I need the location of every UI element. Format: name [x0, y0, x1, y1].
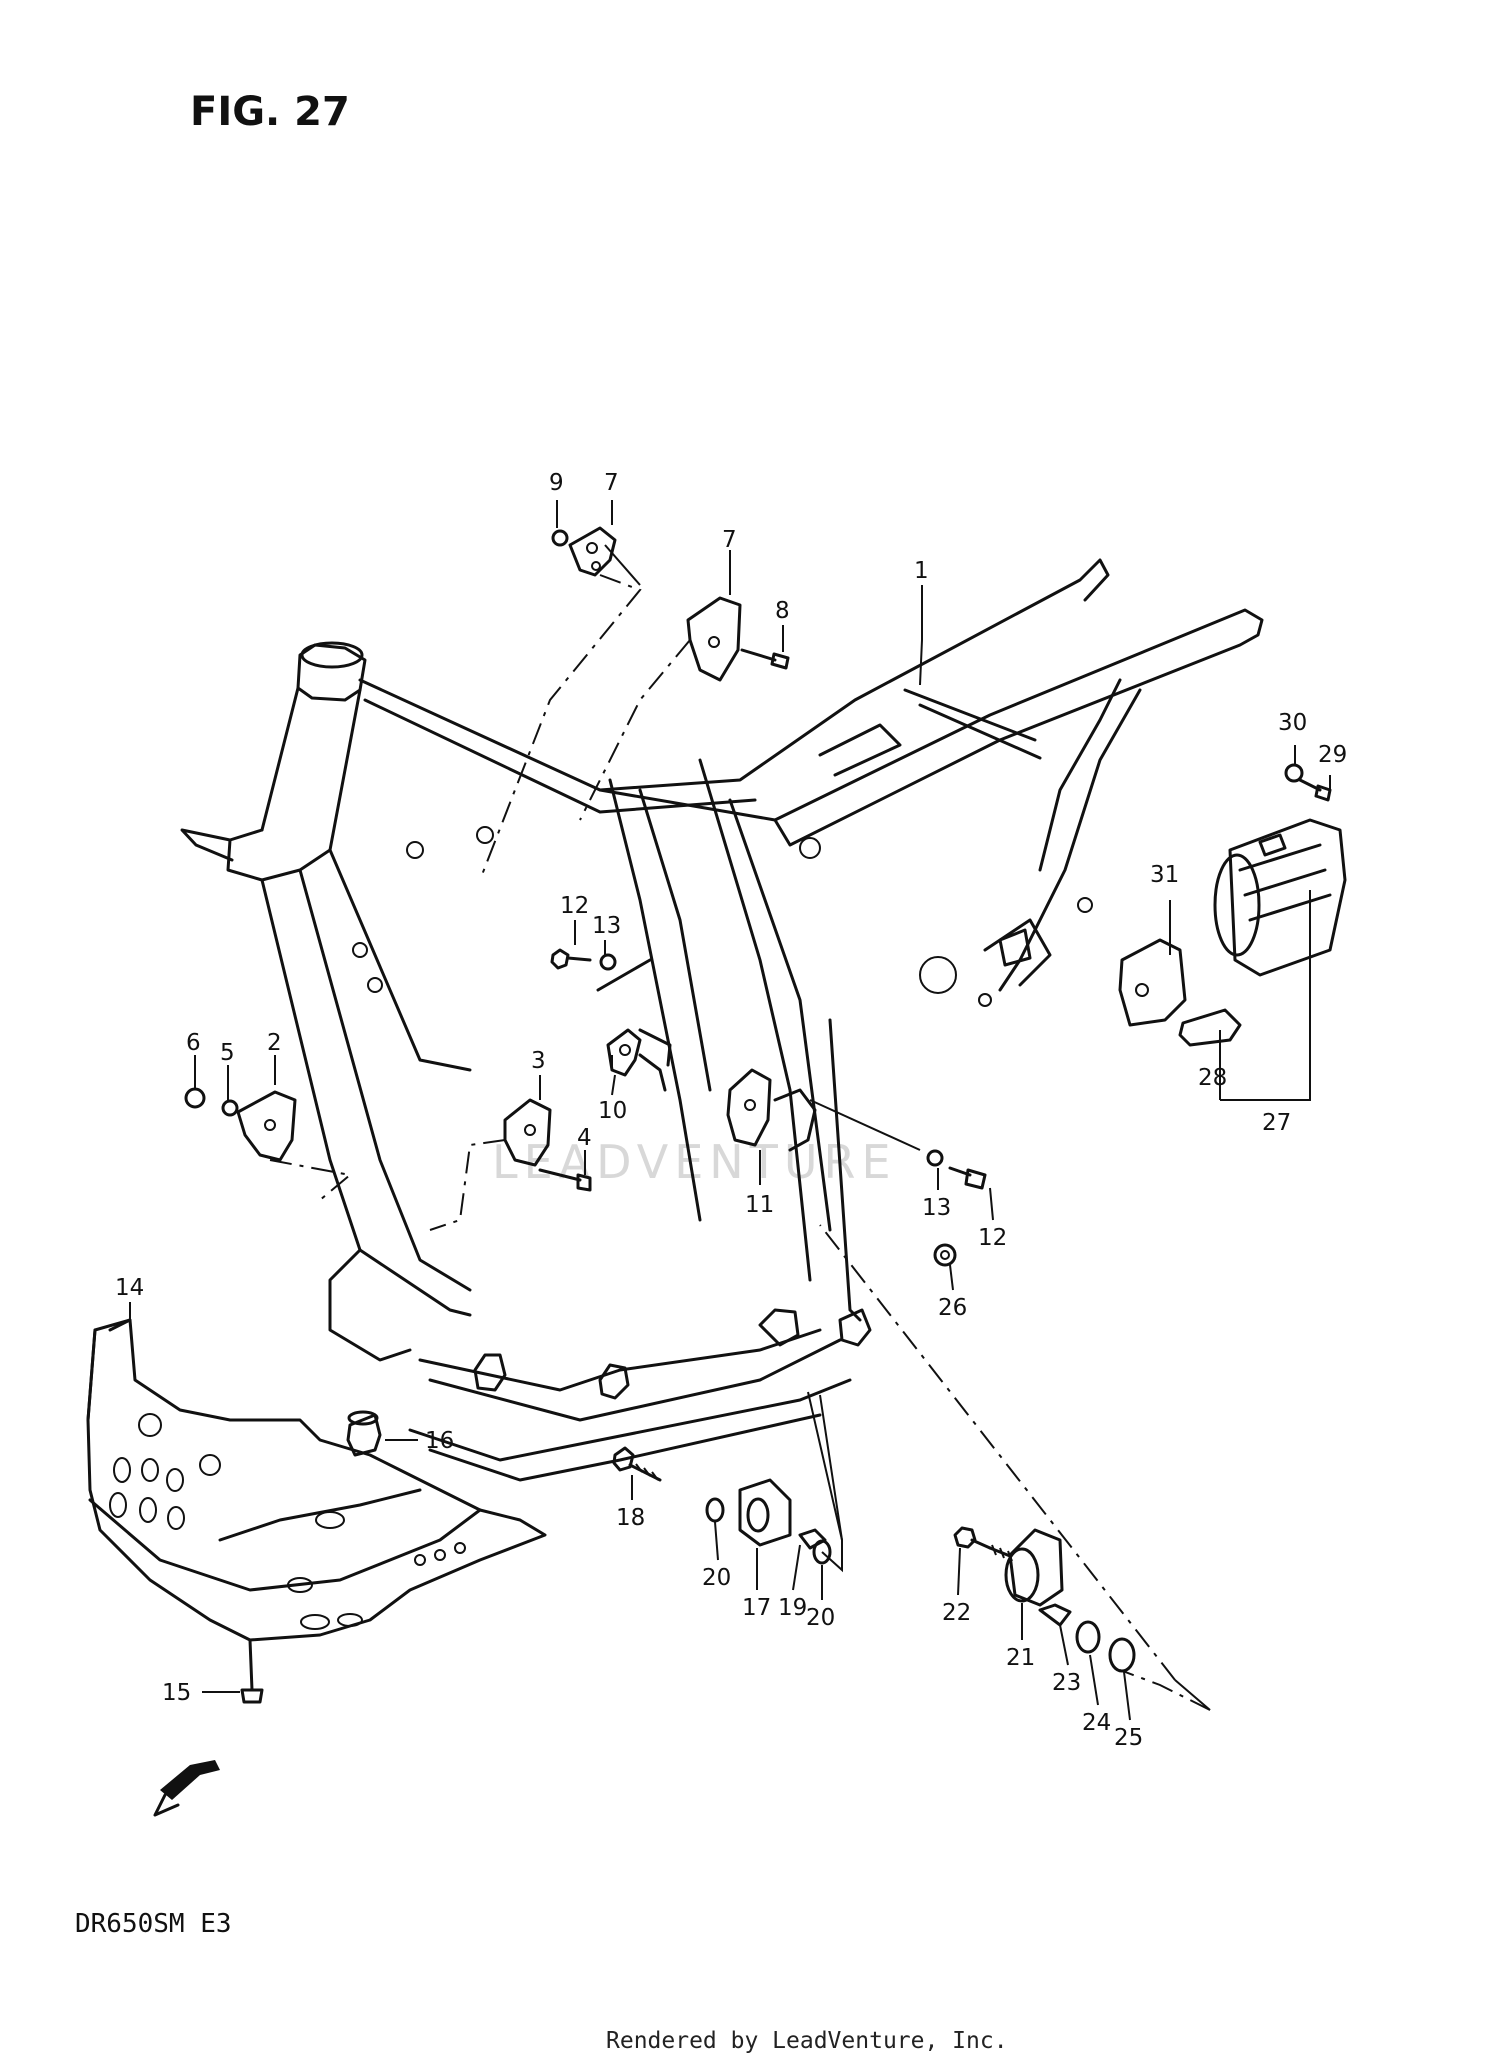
callout-20: 20 — [702, 1565, 731, 1591]
callout-19: 19 — [778, 1595, 807, 1621]
model-code: DR650SM E3 — [75, 1909, 232, 1939]
bracket-10 — [606, 1028, 672, 1092]
callout-14: 14 — [115, 1275, 144, 1301]
footer-credit: Rendered by LeadVenture, Inc. — [606, 2028, 1008, 2054]
callout-27: 27 — [1262, 1110, 1291, 1136]
callout-21: 21 — [1006, 1645, 1035, 1671]
callout-7: 7 — [604, 470, 619, 496]
bracket-2-nut-6-washer-5 — [184, 1087, 353, 1201]
bracket-3-bolt-4 — [429, 1098, 592, 1231]
callout-24: 24 — [1082, 1710, 1111, 1736]
callout-11: 11 — [745, 1192, 774, 1218]
callout-25: 25 — [1114, 1725, 1143, 1751]
callout-18: 18 — [616, 1505, 645, 1531]
callout-31: 31 — [1150, 862, 1179, 888]
callout-8: 8 — [775, 598, 790, 624]
bolt-15 — [240, 1638, 264, 1704]
bolt-29-washer-30 — [1284, 763, 1332, 802]
bolt-12-washer-13-left — [550, 948, 652, 992]
frame-assembly — [180, 558, 1264, 1482]
callout-13: 13 — [592, 913, 621, 939]
callout-12: 12 — [560, 893, 589, 919]
callout-12: 12 — [978, 1225, 1007, 1251]
callout-1: 1 — [914, 558, 929, 584]
callout-labels: 9 7 7 8 1 30 29 31 12 13 6 5 2 3 10 28 2… — [115, 470, 1347, 1751]
callout-13: 13 — [922, 1195, 951, 1221]
callout-2: 2 — [267, 1030, 282, 1056]
callout-10: 10 — [598, 1098, 627, 1124]
callout-7: 7 — [722, 527, 737, 553]
callout-20: 20 — [806, 1605, 835, 1631]
bracket-7-upper-left — [479, 526, 642, 881]
callout-28: 28 — [1198, 1065, 1227, 1091]
callout-15: 15 — [162, 1680, 191, 1706]
leader-lines — [129, 500, 1331, 1721]
skid-plate-14 — [86, 1318, 547, 1642]
callout-3: 3 — [531, 1048, 546, 1074]
bolt-18 — [612, 1446, 662, 1482]
callout-6: 6 — [186, 1030, 201, 1056]
callout-29: 29 — [1318, 742, 1347, 768]
bumper-16 — [346, 1410, 382, 1457]
callout-30: 30 — [1278, 710, 1307, 736]
callout-16: 16 — [425, 1428, 454, 1454]
tool-case-27 — [1118, 818, 1347, 1047]
callout-4: 4 — [577, 1125, 592, 1151]
callout-22: 22 — [942, 1600, 971, 1626]
bolt-22-bushing-21-spacer-23-washers-24-25 — [819, 1224, 1211, 1711]
callout-23: 23 — [1052, 1670, 1081, 1696]
bolt-12-washer-13-right — [809, 1099, 987, 1190]
callout-17: 17 — [742, 1595, 771, 1621]
bracket-11 — [726, 1068, 817, 1152]
collar-17-spacer-19-washers-20 — [705, 1391, 843, 1573]
bracket-7-upper-center — [579, 596, 790, 821]
nut-26 — [933, 1243, 957, 1267]
figure-title: FIG. 27 — [190, 89, 350, 135]
callout-5: 5 — [220, 1040, 235, 1066]
callout-26: 26 — [938, 1295, 967, 1321]
front-direction-arrow-icon — [153, 1760, 220, 1817]
callout-9: 9 — [549, 470, 564, 496]
